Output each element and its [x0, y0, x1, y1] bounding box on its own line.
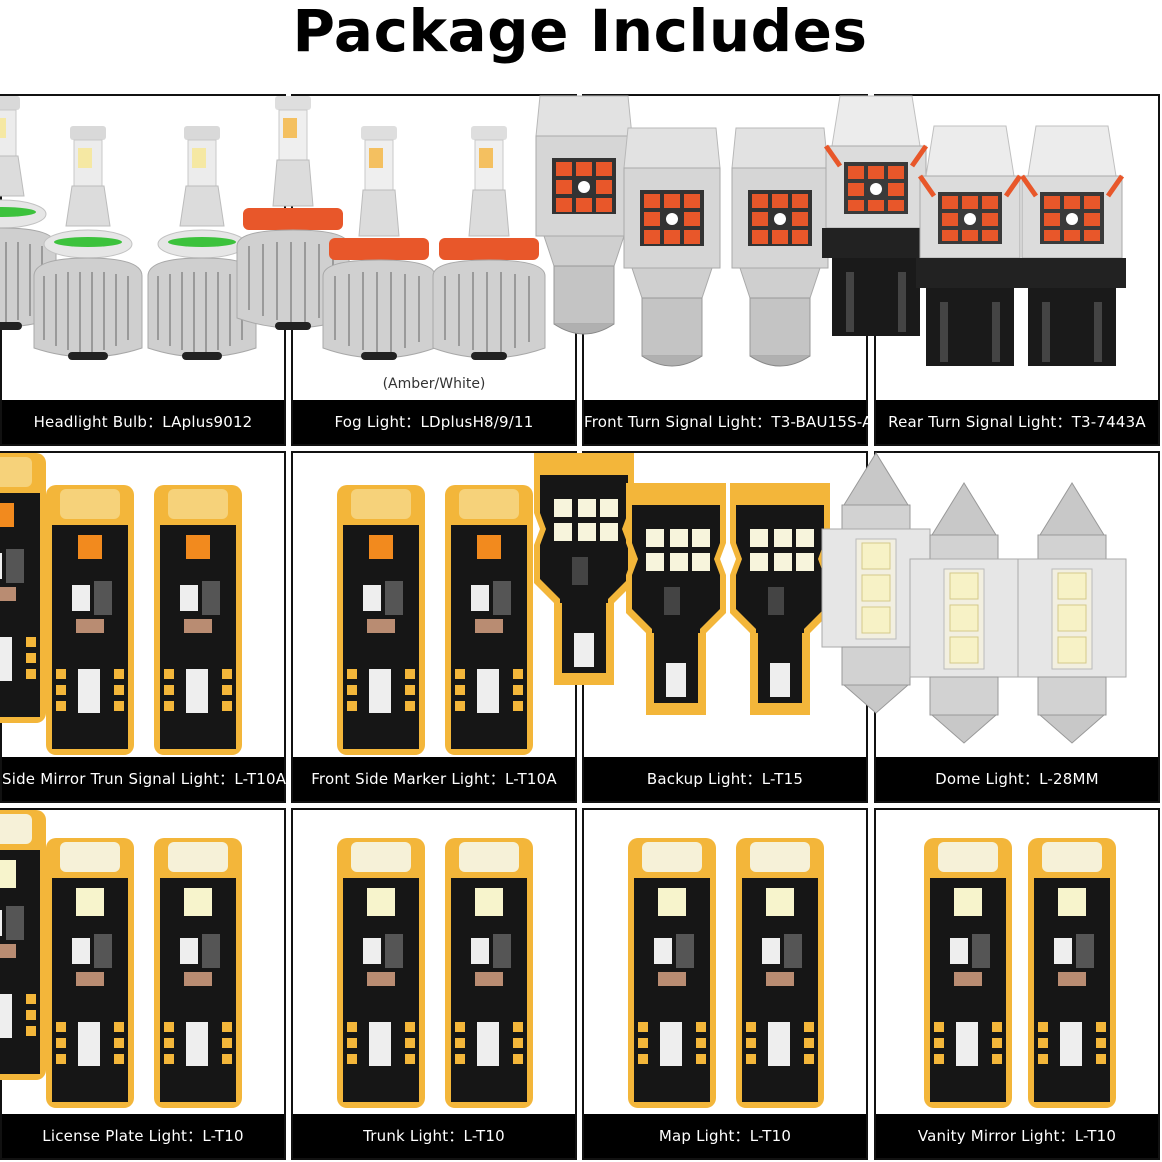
product-caption: Fog Light：LDplusH8/9/11 — [293, 400, 575, 444]
product-caption: Map Light：L-T10 — [584, 1114, 866, 1158]
t15-bulb-pair-image — [534, 453, 830, 715]
color-option-note: (Amber/White) — [382, 376, 486, 392]
page-title: Package Includes — [292, 0, 868, 65]
product-card-front-turn-signal: Front Turn Signal Light：T3-BAU15S-A — [535, 94, 872, 446]
product-card-trunk-light: Trunk Light：L-T10 — [291, 808, 577, 1160]
product-caption: Rear Turn Signal Light：T3-7443A — [876, 400, 1158, 444]
product-caption: Trunk Light：L-T10 — [293, 1114, 575, 1158]
product-caption: Backup Light：L-T15 — [584, 757, 866, 801]
product-card-side-mirror-turn-signal: Side Mirror Trun Signal Light：L-T10A — [0, 451, 286, 803]
fog-light-bulb-pair-image — [236, 96, 546, 361]
product-caption: Dome Light：L-28MM — [876, 757, 1158, 801]
t10-white-bulb-pair-image — [924, 838, 1116, 1108]
product-card-rear-turn-signal: Rear Turn Signal Light：T3-7443A — [822, 94, 1162, 448]
headlight-bulb-pair-image — [0, 96, 257, 361]
product-caption: Vanity Mirror Light：L-T10 — [876, 1114, 1158, 1158]
product-caption: Front Turn Signal Light：T3-BAU15S-A — [584, 400, 872, 444]
festoon-bulb-pair-image — [821, 452, 1127, 744]
front-turn-signal-bulb-pair-image — [535, 95, 829, 367]
product-caption: License Plate Light：L-T10 — [2, 1114, 284, 1158]
product-card-front-side-marker: Front Side Marker Light：L-T10A — [291, 451, 577, 803]
rear-turn-signal-bulb-pair-image — [822, 95, 1162, 448]
t10-white-bulb-pair-image — [0, 810, 242, 1108]
t10-amber-bulb-pair-image — [0, 453, 242, 755]
product-card-map-light: Map Light：L-T10 — [582, 808, 868, 1160]
product-card-vanity-mirror-light: Vanity Mirror Light：L-T10 — [874, 808, 1160, 1160]
product-caption: Headlight Bulb：LAplus9012 — [2, 400, 284, 444]
product-card-dome-light: Dome Light：L-28MM — [821, 451, 1160, 803]
product-caption: Side Mirror Trun Signal Light：L-T10A — [2, 757, 286, 801]
t10-white-bulb-pair-image — [628, 838, 824, 1108]
product-card-license-plate-light: License Plate Light：L-T10 — [0, 808, 286, 1160]
product-caption: Front Side Marker Light：L-T10A — [293, 757, 575, 801]
product-card-fog-light: (Amber/White) Fog Light：LDplusH8/9/11 — [236, 94, 577, 446]
t10-white-bulb-pair-image — [337, 838, 533, 1108]
